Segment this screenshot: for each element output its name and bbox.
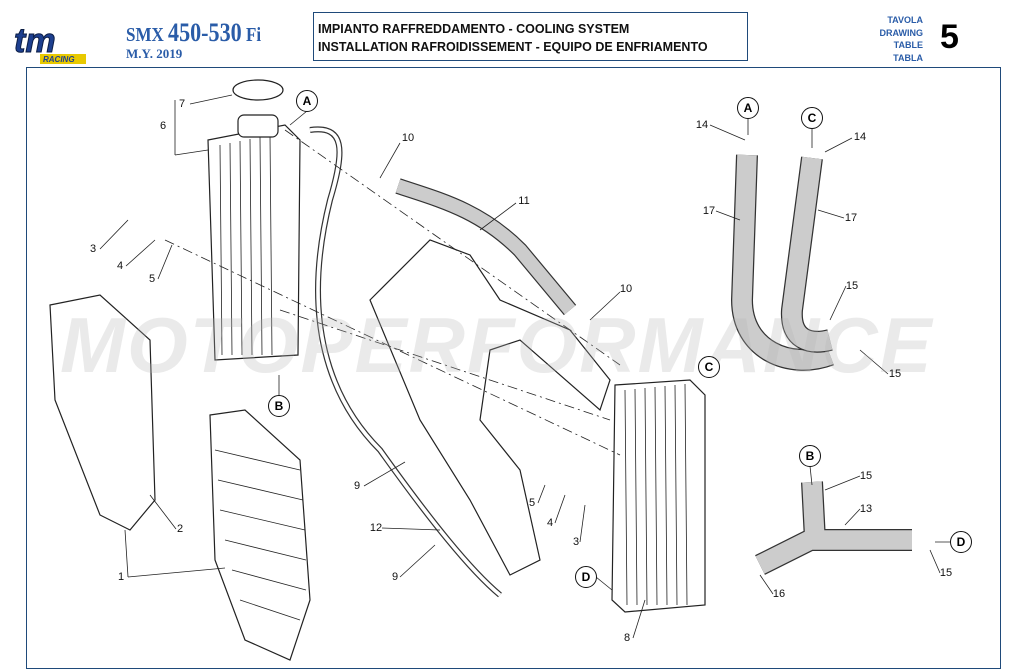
svg-text:tm: tm bbox=[14, 24, 56, 60]
watermark: MOTOPERFORMANCE bbox=[60, 301, 934, 389]
part-callout-4: 4 bbox=[116, 260, 124, 272]
leader-lines bbox=[99, 94, 951, 639]
bike-frame bbox=[369, 239, 611, 576]
part-callout-16: 16 bbox=[772, 588, 786, 600]
part-callout-9: 9 bbox=[353, 480, 361, 492]
left-radiator bbox=[207, 79, 301, 361]
connection-marker-a: A bbox=[737, 97, 759, 119]
grille bbox=[209, 409, 311, 661]
part-callout-15: 15 bbox=[845, 280, 859, 292]
part-callout-9: 9 bbox=[391, 571, 399, 583]
part-callout-6: 6 bbox=[159, 120, 167, 132]
title-line-2: INSTALLATION RAFROIDISSEMENT - EQUIPO DE… bbox=[318, 40, 708, 54]
overflow-hose-12-inner bbox=[309, 127, 502, 597]
right-radiator bbox=[611, 379, 706, 613]
label-drawing: DRAWING bbox=[879, 27, 924, 38]
title-line-1: IMPIANTO RAFFREDDAMENTO - COOLING SYSTEM bbox=[318, 22, 630, 36]
part-callout-11: 11 bbox=[518, 195, 530, 207]
part-callout-5: 5 bbox=[148, 273, 156, 285]
connection-marker-b: B bbox=[268, 395, 290, 417]
connection-marker-d: D bbox=[950, 531, 972, 553]
part-callout-15: 15 bbox=[888, 368, 902, 380]
part-callout-15: 15 bbox=[939, 567, 953, 579]
svg-text:RACING: RACING bbox=[43, 55, 75, 64]
part-callout-2: 2 bbox=[176, 523, 184, 535]
table-labels: TAVOLA DRAWING TABLE TABLA bbox=[850, 14, 924, 64]
connection-marker-c: C bbox=[801, 107, 823, 129]
connection-marker-a: A bbox=[296, 90, 318, 112]
part-callout-1: 1 bbox=[117, 571, 125, 583]
part-callout-17: 17 bbox=[702, 205, 716, 217]
table-number: 5 bbox=[940, 18, 959, 56]
part-callout-4: 4 bbox=[546, 517, 554, 529]
grille-slats bbox=[214, 449, 307, 621]
label-table: TABLE bbox=[893, 40, 923, 50]
part-callout-10: 10 bbox=[619, 283, 633, 295]
label-tabla: TABLA bbox=[893, 52, 923, 63]
shroud bbox=[49, 294, 156, 531]
part-callout-5: 5 bbox=[528, 497, 536, 509]
part-callout-14: 14 bbox=[695, 119, 709, 131]
diagram-frame bbox=[26, 67, 1001, 669]
tm-racing-logo: tm RACING bbox=[14, 24, 86, 64]
part-callout-8: 8 bbox=[623, 632, 631, 644]
part-callout-10: 10 bbox=[401, 132, 415, 144]
part-callout-12: 12 bbox=[369, 522, 383, 534]
part-callout-7: 7 bbox=[178, 98, 186, 110]
page-title: IMPIANTO RAFFREDDAMENTO - COOLING SYSTEM… bbox=[313, 12, 748, 61]
part-callout-3: 3 bbox=[572, 536, 580, 548]
connection-marker-d: D bbox=[575, 566, 597, 588]
connection-marker-b: B bbox=[799, 445, 821, 467]
part-callout-13: 13 bbox=[859, 503, 873, 515]
part-callout-15: 15 bbox=[859, 470, 873, 482]
part-callout-17: 17 bbox=[844, 212, 858, 224]
part-callout-3: 3 bbox=[89, 243, 97, 255]
part-callout-14: 14 bbox=[853, 131, 867, 143]
connection-lines bbox=[164, 129, 621, 456]
connection-marker-c: C bbox=[698, 356, 720, 378]
model-name: SMX 450-530 Fi bbox=[126, 18, 262, 47]
model-year: M.Y. 2019 bbox=[126, 46, 183, 61]
label-tavola: TAVOLA bbox=[887, 15, 923, 25]
